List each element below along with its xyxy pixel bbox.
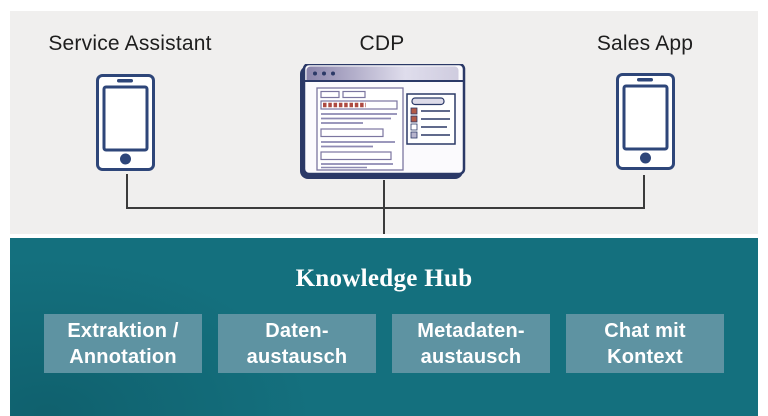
connector-service-assistant bbox=[126, 174, 128, 209]
capability-box-datenaustausch: Daten- austausch bbox=[218, 314, 376, 373]
capability-line: Metadaten- bbox=[417, 319, 525, 342]
capability-line: Chat mit bbox=[604, 319, 686, 342]
speaker-bar bbox=[117, 79, 133, 83]
window-dot bbox=[313, 71, 317, 76]
service-assistant-label: Service Assistant bbox=[48, 32, 212, 55]
tab-shape bbox=[342, 90, 366, 99]
smartphone-icon bbox=[616, 73, 675, 170]
capability-line: Annotation bbox=[69, 345, 177, 368]
knowledge-hub-panel: Knowledge Hub Extraktion / Annotation Da… bbox=[10, 238, 758, 416]
capability-line: Kontext bbox=[607, 345, 683, 368]
sales-app-label: Sales App bbox=[596, 32, 694, 55]
capability-box-extraktion-annotation: Extraktion / Annotation bbox=[44, 314, 202, 373]
capability-line: Extraktion / bbox=[67, 319, 179, 342]
list-bullet bbox=[410, 115, 418, 123]
capability-line: austausch bbox=[420, 345, 522, 368]
home-button bbox=[640, 152, 651, 164]
list-bullet bbox=[410, 131, 418, 139]
speaker-bar bbox=[637, 78, 653, 82]
home-button bbox=[120, 153, 131, 165]
list-bullet bbox=[410, 123, 418, 131]
capability-box-metadatenaustausch: Metadaten- austausch bbox=[392, 314, 550, 373]
window-dot bbox=[331, 71, 335, 76]
cdp-label: CDP bbox=[359, 32, 405, 55]
connector-sales-app bbox=[643, 175, 645, 209]
capability-line: austausch bbox=[246, 345, 348, 368]
tab-shape bbox=[320, 90, 340, 99]
applications-panel: Service Assistant CDP Sales App bbox=[10, 11, 758, 234]
capability-line: Daten- bbox=[265, 319, 329, 342]
capability-box-chat-mit-kontext: Chat mit Kontext bbox=[566, 314, 724, 373]
capability-boxes: Extraktion / Annotation Daten- austausch… bbox=[44, 314, 724, 373]
window-dot bbox=[322, 71, 326, 76]
list-bullet bbox=[410, 107, 418, 115]
smartphone-icon bbox=[96, 74, 155, 171]
knowledge-hub-title: Knowledge Hub bbox=[295, 265, 473, 292]
connector-bracket bbox=[126, 207, 645, 209]
browser-window-icon bbox=[300, 62, 466, 180]
